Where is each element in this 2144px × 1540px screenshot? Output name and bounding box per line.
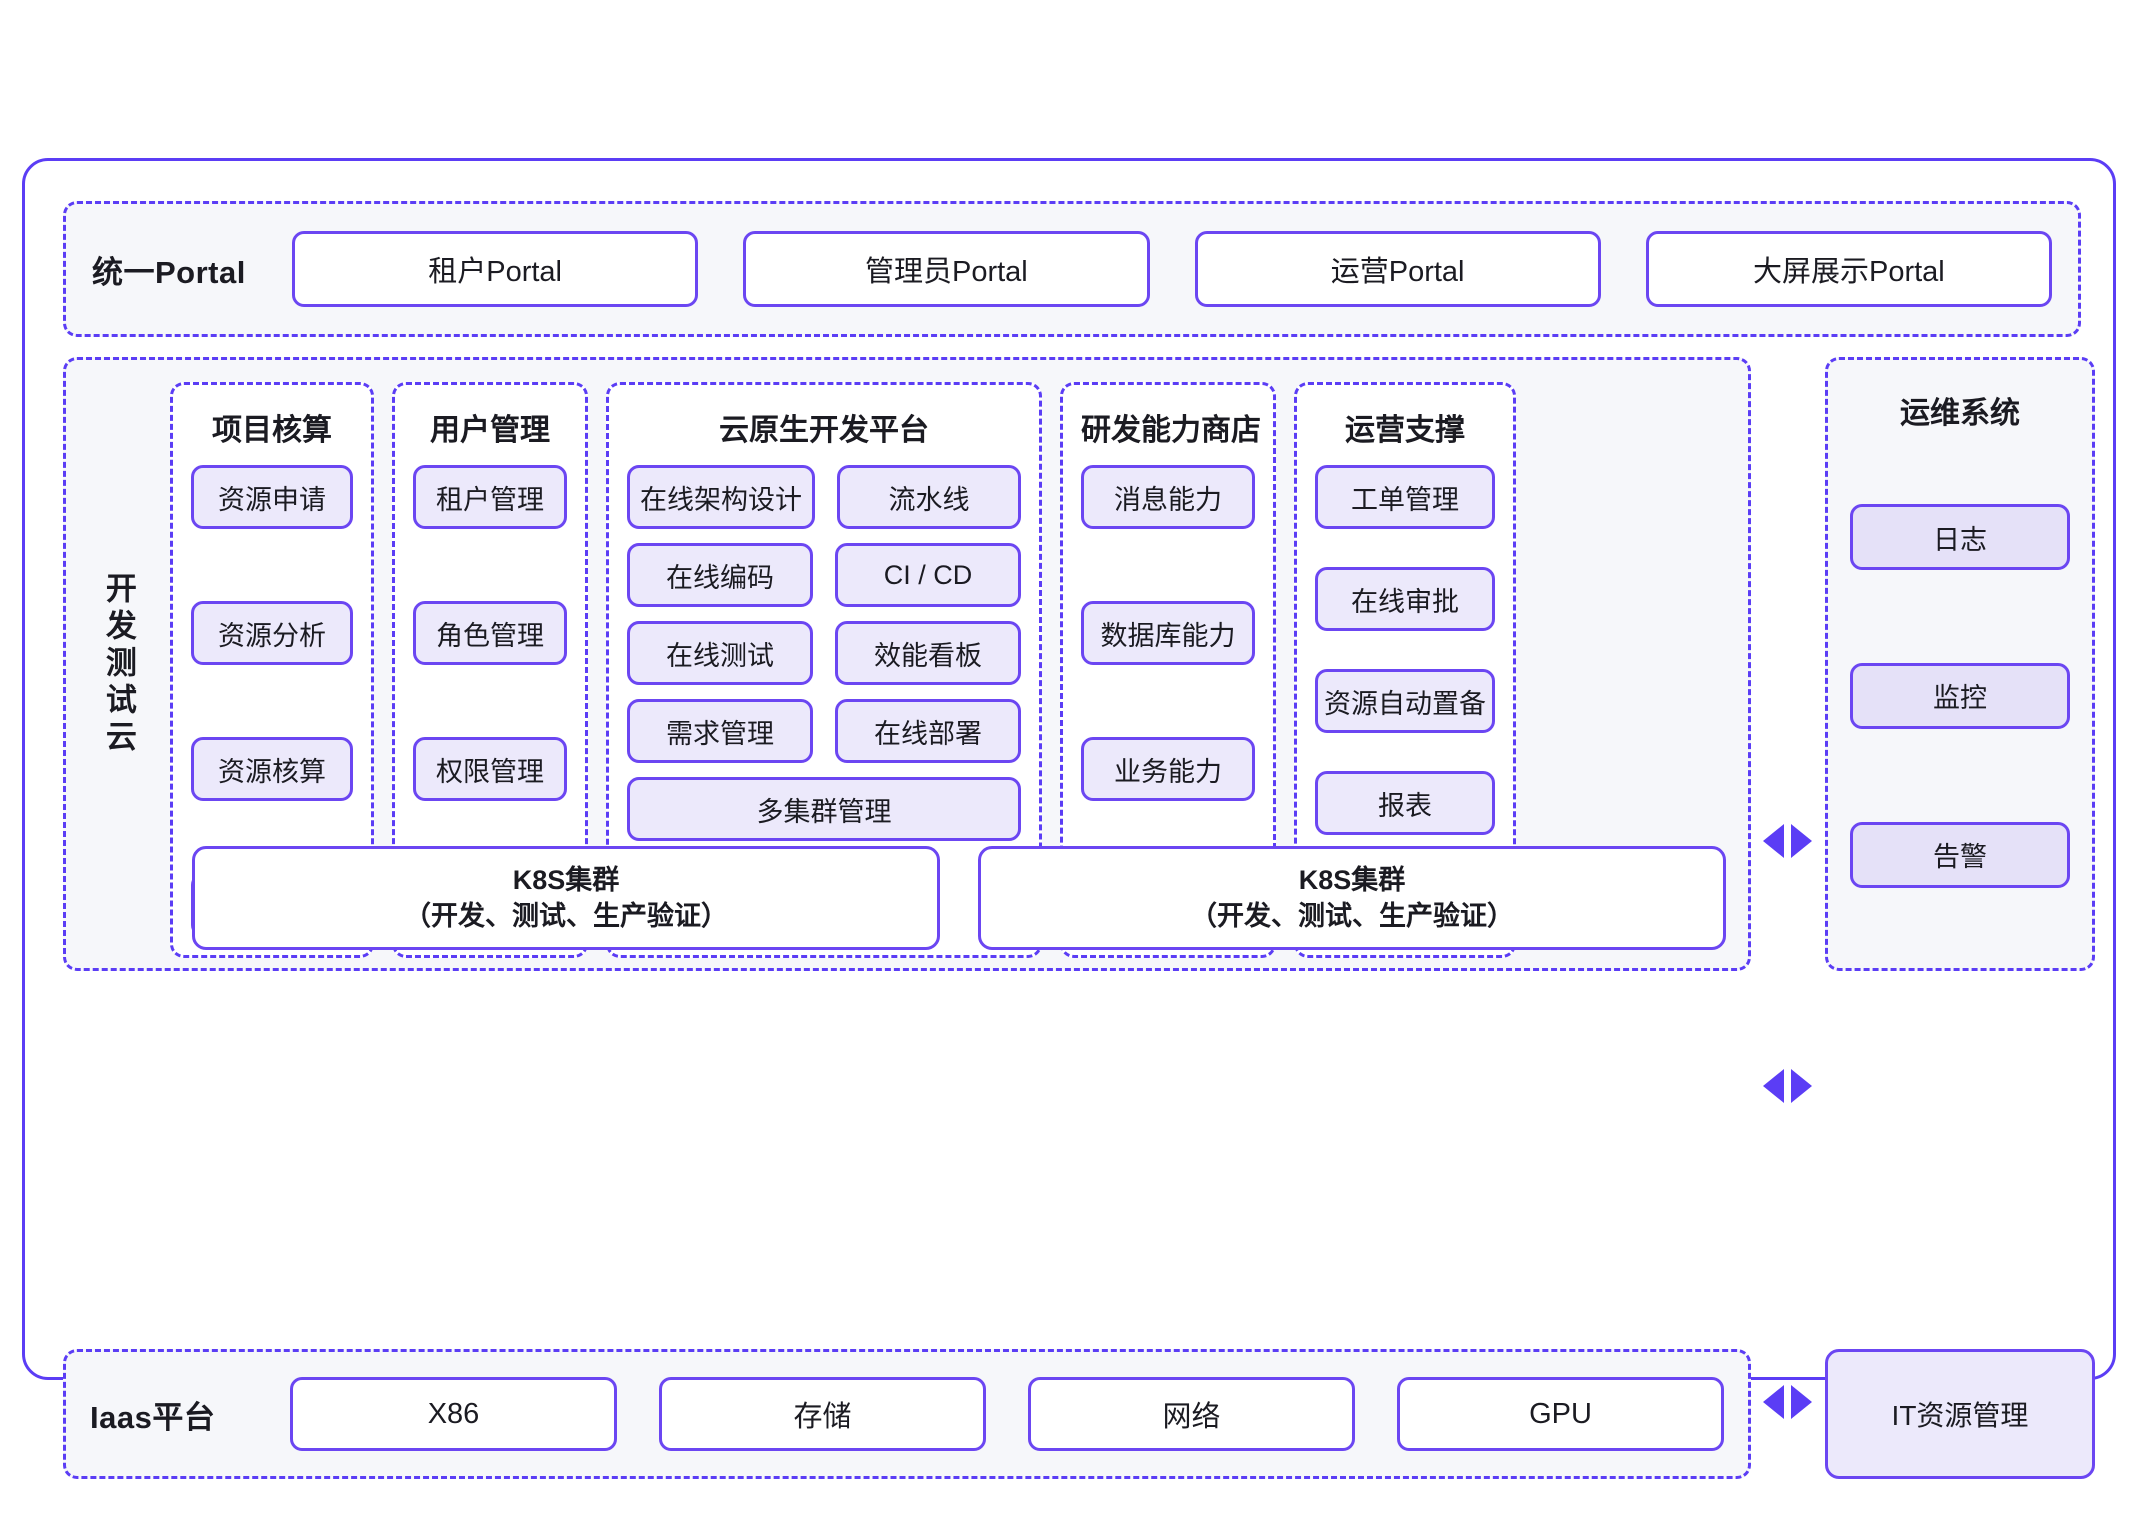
- portal-box-tenant[interactable]: 租户Portal: [292, 231, 699, 307]
- arrow-left-icon: [1763, 824, 1784, 858]
- architecture-diagram-frame: 统一Portal 租户Portal 管理员Portal 运营Portal 大屏展…: [22, 158, 2116, 1479]
- chip-ticket-management[interactable]: 工单管理: [1315, 465, 1495, 529]
- k8s-cluster-2-title: K8S集群: [1298, 864, 1406, 895]
- chip-pipeline[interactable]: 流水线: [837, 465, 1021, 529]
- chip-online-architecture-design[interactable]: 在线架构设计: [627, 465, 815, 529]
- arrow-left-icon: [1763, 1385, 1784, 1419]
- cloud-row-3: 在线测试 效能看板: [627, 621, 1021, 685]
- chip-online-coding[interactable]: 在线编码: [627, 543, 813, 607]
- k8s-cluster-box-2[interactable]: K8S集群 （开发、测试、生产验证）: [978, 846, 1726, 950]
- capability-columns: 项目核算 资源申请 资源分析 资源核算 ...... 用户管理 租户管理 角色管…: [170, 360, 1748, 968]
- ops-system-items: 日志 监控 告警: [1850, 432, 2070, 950]
- chip-resource-accounting[interactable]: 资源核算: [191, 737, 353, 801]
- ops-system-title: 运维系统: [1900, 397, 2020, 430]
- chip-alarm[interactable]: 告警: [1850, 821, 2070, 888]
- portal-box-operation[interactable]: 运营Portal: [1194, 231, 1601, 307]
- column-title-capability-store: 研发能力商店: [1081, 414, 1261, 447]
- arrow-left-icon: [1763, 1069, 1784, 1103]
- chip-online-approval[interactable]: 在线审批: [1315, 567, 1495, 631]
- iaas-items: X86 存储 网络 GPU: [290, 1377, 1724, 1451]
- chip-role-management[interactable]: 角色管理: [413, 601, 567, 665]
- k8s-cluster-1-subtitle: （开发、测试、生产验证）: [404, 901, 728, 931]
- column-title-user-management: 用户管理: [430, 414, 550, 447]
- arrow-right-icon: [1791, 1385, 1812, 1419]
- chip-multi-cluster-management[interactable]: 多集群管理: [627, 777, 1021, 841]
- column-title-operation-support: 运营支撑: [1345, 414, 1465, 447]
- iaas-box-gpu[interactable]: GPU: [1397, 1377, 1724, 1451]
- cloud-row-4: 需求管理 在线部署: [627, 699, 1021, 763]
- chip-online-deployment[interactable]: 在线部署: [835, 699, 1021, 763]
- iaas-box-network[interactable]: 网络: [1028, 1377, 1355, 1451]
- dev-test-cloud-inner: 开发测试云 项目核算 资源申请 资源分析 资源核算 ...... 用户管理: [66, 360, 1748, 968]
- column-items-cloud-native-platform: 在线架构设计 流水线 在线编码 CI / CD 在线测试 效能看板 需求管理: [627, 465, 1021, 937]
- chip-resource-request[interactable]: 资源申请: [191, 465, 353, 529]
- dev-test-cloud-label: 开发测试云: [100, 571, 136, 757]
- chip-online-testing[interactable]: 在线测试: [627, 621, 813, 685]
- ops-system-panel: 运维系统 日志 监控 告警: [1825, 357, 2095, 971]
- chip-requirement-management[interactable]: 需求管理: [627, 699, 813, 763]
- chip-report[interactable]: 报表: [1315, 771, 1495, 835]
- portal-layer: 统一Portal 租户Portal 管理员Portal 运营Portal 大屏展…: [63, 201, 2081, 337]
- chip-log[interactable]: 日志: [1850, 504, 2070, 571]
- k8s-cluster-1-title: K8S集群: [512, 864, 620, 895]
- bidirectional-arrow-icon-ops-bottom: [1763, 1069, 1812, 1103]
- chip-efficiency-dashboard[interactable]: 效能看板: [835, 621, 1021, 685]
- cloud-row-1: 在线架构设计 流水线: [627, 465, 1021, 529]
- iaas-layer-label: Iaas平台: [90, 1399, 216, 1435]
- column-items-capability-store: 消息能力 数据库能力 业务能力 ......: [1081, 465, 1255, 937]
- portal-layer-label: 统一Portal: [92, 254, 246, 290]
- arrow-right-icon: [1791, 1069, 1812, 1103]
- iaas-box-x86[interactable]: X86: [290, 1377, 617, 1451]
- k8s-cluster-box-1[interactable]: K8S集群 （开发、测试、生产验证）: [192, 846, 940, 950]
- portal-items: 租户Portal 管理员Portal 运营Portal 大屏展示Portal: [292, 231, 2052, 307]
- bidirectional-arrow-icon-ops-top: [1763, 824, 1812, 858]
- chip-database-capability[interactable]: 数据库能力: [1081, 601, 1255, 665]
- it-resource-management-box[interactable]: IT资源管理: [1825, 1349, 2095, 1479]
- k8s-cluster-row: K8S集群 （开发、测试、生产验证） K8S集群 （开发、测试、生产验证）: [192, 846, 1726, 950]
- bidirectional-arrow-icon-iaas: [1763, 1385, 1812, 1419]
- dev-test-cloud-layer: 开发测试云 项目核算 资源申请 资源分析 资源核算 ...... 用户管理: [63, 357, 1751, 971]
- column-title-project-accounting: 项目核算: [212, 414, 332, 447]
- chip-monitoring[interactable]: 监控: [1850, 662, 2070, 729]
- chip-tenant-management[interactable]: 租户管理: [413, 465, 567, 529]
- portal-box-admin[interactable]: 管理员Portal: [743, 231, 1150, 307]
- chip-auto-provisioning[interactable]: 资源自动置备: [1315, 669, 1495, 733]
- arrow-right-icon: [1791, 824, 1812, 858]
- chip-resource-analysis[interactable]: 资源分析: [191, 601, 353, 665]
- chip-business-capability[interactable]: 业务能力: [1081, 737, 1255, 801]
- iaas-layer: Iaas平台 X86 存储 网络 GPU: [63, 1349, 1751, 1479]
- cloud-row-2: 在线编码 CI / CD: [627, 543, 1021, 607]
- chip-messaging-capability[interactable]: 消息能力: [1081, 465, 1255, 529]
- portal-box-bigscreen[interactable]: 大屏展示Portal: [1645, 231, 2052, 307]
- chip-permission-management[interactable]: 权限管理: [413, 737, 567, 801]
- chip-ci-cd[interactable]: CI / CD: [835, 543, 1021, 607]
- iaas-box-storage[interactable]: 存储: [659, 1377, 986, 1451]
- column-title-cloud-native-platform: 云原生开发平台: [719, 414, 929, 447]
- k8s-cluster-2-subtitle: （开发、测试、生产验证）: [1190, 901, 1514, 931]
